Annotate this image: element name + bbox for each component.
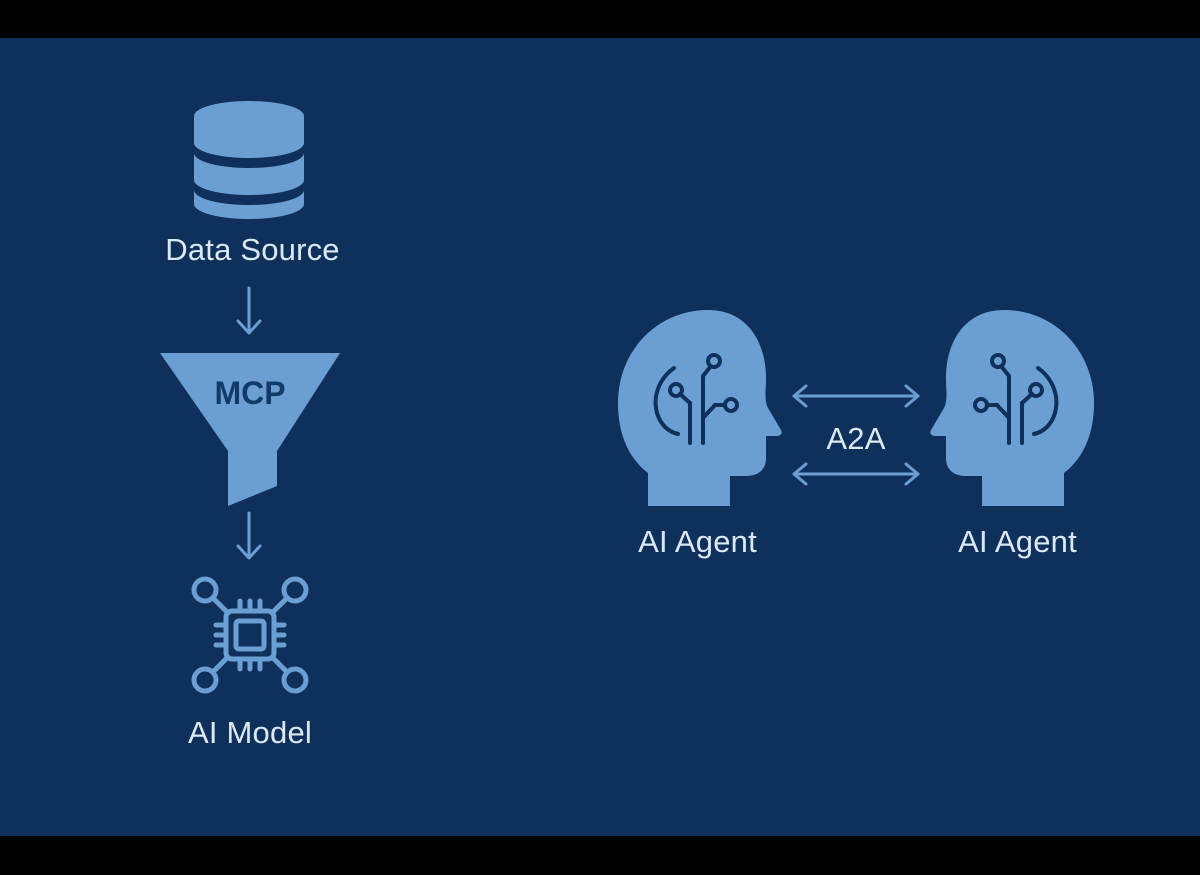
bidirectional-arrow-bottom-icon — [792, 462, 920, 486]
arrow-down-icon — [236, 286, 262, 335]
funnel-icon — [160, 353, 340, 506]
diagram-canvas: Data Source MCP — [0, 38, 1200, 836]
arrow-down-icon — [236, 511, 262, 560]
database-icon — [194, 101, 304, 219]
ai-agent-left-label: AI Agent — [638, 524, 757, 559]
brain-head-icon — [618, 310, 782, 506]
data-source-label: Data Source — [165, 232, 340, 267]
ai-agent-right-label: AI Agent — [958, 524, 1077, 559]
bidirectional-arrow-top-icon — [792, 384, 920, 408]
a2a-label: A2A — [826, 421, 886, 456]
mcp-label: MCP — [214, 375, 286, 411]
ai-model-label: AI Model — [188, 715, 312, 750]
chip-network-icon — [191, 576, 309, 694]
brain-head-icon — [930, 310, 1094, 506]
